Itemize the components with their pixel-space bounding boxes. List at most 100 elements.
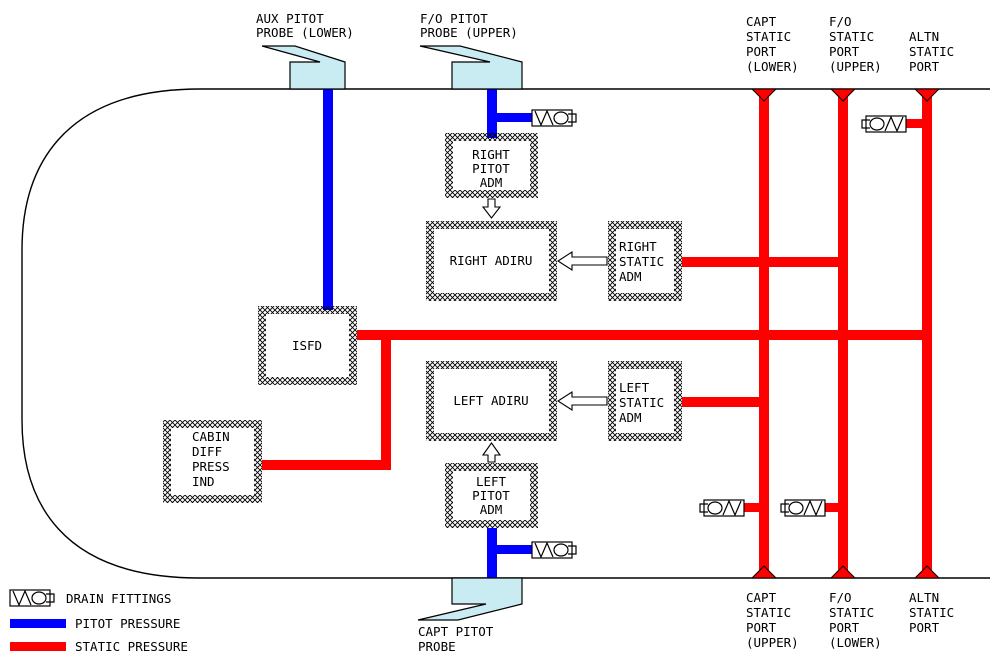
svg-text:(UPPER): (UPPER) — [829, 59, 882, 74]
isfd-box — [258, 306, 357, 385]
cabin-static-vertical — [381, 330, 391, 470]
svg-text:ADM: ADM — [619, 410, 642, 425]
svg-text:CAPT: CAPT — [746, 14, 777, 29]
aux-pitot-probe — [261, 45, 346, 90]
svg-text:F/O: F/O — [829, 590, 852, 605]
capt-static-port-upper-label: CAPT STATIC PORT (UPPER) — [746, 590, 799, 650]
static-lines — [262, 94, 932, 574]
svg-text:PORT: PORT — [746, 620, 777, 635]
svg-text:RIGHT: RIGHT — [619, 239, 657, 254]
right-pitot-adm-label: RIGHT PITOT ADM — [472, 147, 510, 190]
arrow-right-static-to-adiru — [556, 250, 608, 272]
drain-fitting-icon — [531, 109, 577, 127]
aux-pitot-probe-label: AUX PITOT PROBE (LOWER) — [256, 11, 354, 40]
svg-text:STATIC: STATIC — [619, 395, 664, 410]
svg-text:PITOT: PITOT — [472, 488, 510, 503]
svg-text:STATIC: STATIC — [829, 605, 874, 620]
fo-static-port-lower-label: F/O STATIC PORT (LOWER) — [829, 590, 882, 650]
legend: DRAIN FITTINGS PITOT PRESSURE STATIC PRE… — [9, 589, 188, 654]
altn-drain-branch — [906, 119, 926, 128]
cabin-diff-press-ind-label: CABIN DIFF PRESS IND — [192, 429, 230, 489]
right-pitot-adm-box — [445, 133, 538, 198]
svg-text:PORT: PORT — [909, 620, 940, 635]
svg-text:DIFF: DIFF — [192, 444, 222, 459]
svg-text:PORT: PORT — [829, 620, 860, 635]
svg-text:ALTN: ALTN — [909, 29, 939, 44]
svg-text:PORT: PORT — [746, 44, 777, 59]
svg-text:STATIC: STATIC — [829, 29, 874, 44]
drain-fitting-icon — [531, 541, 577, 559]
fo-static-port-upper-label: F/O STATIC PORT (UPPER) — [829, 14, 882, 74]
legend-static-label: STATIC PRESSURE — [75, 639, 188, 654]
capt-pitot-probe — [417, 577, 523, 621]
svg-text:(LOWER): (LOWER) — [829, 635, 882, 650]
left-pitot-adm-label: LEFT PITOT ADM — [472, 474, 510, 517]
left-adiru-label: LEFT ADIRU — [453, 393, 528, 408]
svg-text:ADM: ADM — [619, 269, 642, 284]
arrow-left-pitot-to-adiru — [481, 442, 502, 463]
altn-static-port-bottom-label: ALTN STATIC PORT — [909, 590, 954, 635]
svg-text:STATIC: STATIC — [619, 254, 664, 269]
drain-fitting-icon — [700, 500, 744, 516]
altn-static-port-top-marker — [913, 88, 941, 102]
isfd-label: ISFD — [292, 338, 322, 353]
capt-static-port-lower-label: CAPT STATIC PORT (LOWER) — [746, 14, 799, 74]
pitot-lines — [323, 86, 532, 580]
left-static-adm-label: LEFT STATIC ADM — [619, 380, 664, 425]
fo-pitot-drain-branch — [487, 113, 532, 122]
svg-text:IND: IND — [192, 474, 215, 489]
fo-static-port-lower-marker — [829, 565, 857, 579]
svg-text:(LOWER): (LOWER) — [746, 59, 799, 74]
cabin-static-horizontal — [262, 460, 391, 470]
svg-text:STATIC: STATIC — [746, 605, 791, 620]
legend-drain-fitting-icon — [9, 589, 55, 607]
aux-pitot-line — [323, 86, 333, 310]
svg-text:CAPT PITOT: CAPT PITOT — [418, 624, 494, 639]
svg-text:CABIN: CABIN — [192, 429, 230, 444]
svg-text:AUX PITOT: AUX PITOT — [256, 11, 324, 26]
svg-text:PORT: PORT — [909, 59, 940, 74]
svg-text:F/O PITOT: F/O PITOT — [420, 11, 488, 26]
svg-text:STATIC: STATIC — [909, 605, 954, 620]
left-static-adm-box — [608, 361, 682, 441]
svg-text:LEFT: LEFT — [619, 380, 650, 395]
altn-static-port-bottom-marker — [913, 565, 941, 579]
svg-text:PROBE: PROBE — [418, 639, 456, 654]
left-pitot-adm-box — [445, 463, 538, 528]
left-static-branch — [682, 397, 764, 407]
right-static-branch — [682, 257, 844, 267]
svg-text:STATIC: STATIC — [909, 44, 954, 59]
svg-text:PRESS: PRESS — [192, 459, 230, 474]
svg-text:PROBE (UPPER): PROBE (UPPER) — [420, 25, 518, 40]
svg-text:CAPT: CAPT — [746, 590, 777, 605]
fo-static-port-upper-marker — [829, 88, 857, 102]
drain-fitting-icon — [862, 116, 906, 132]
svg-text:PITOT: PITOT — [472, 161, 510, 176]
svg-text:PORT: PORT — [829, 44, 860, 59]
capt-pitot-probe-label: CAPT PITOT PROBE — [418, 624, 494, 654]
fo-pitot-line — [487, 86, 497, 138]
legend-pitot-swatch — [10, 619, 66, 628]
svg-text:F/O: F/O — [829, 14, 852, 29]
legend-static-swatch — [10, 642, 66, 651]
fuselage-outline — [21, 88, 990, 579]
right-static-adm-label: RIGHT STATIC ADM — [619, 239, 664, 284]
svg-text:PROBE (LOWER): PROBE (LOWER) — [256, 25, 354, 40]
svg-text:ADM: ADM — [480, 175, 503, 190]
capt-pitot-drain-branch — [487, 545, 532, 554]
left-adiru-box — [426, 361, 557, 441]
capt-static-port-lower-marker — [750, 88, 778, 102]
isfd-static-line — [357, 330, 932, 340]
altn-static-port-top-label: ALTN STATIC PORT — [909, 29, 954, 74]
svg-text:ALTN: ALTN — [909, 590, 939, 605]
right-static-adm-box — [608, 221, 682, 301]
legend-pitot-label: PITOT PRESSURE — [75, 616, 180, 631]
right-adiru-label: RIGHT ADIRU — [450, 253, 533, 268]
right-adiru-box — [426, 221, 557, 301]
svg-text:LEFT: LEFT — [476, 474, 507, 489]
capt-drain-branch — [744, 503, 764, 512]
fo-pitot-probe — [419, 45, 523, 90]
drain-fitting-icon — [781, 500, 825, 516]
legend-drain-label: DRAIN FITTINGS — [66, 591, 171, 606]
